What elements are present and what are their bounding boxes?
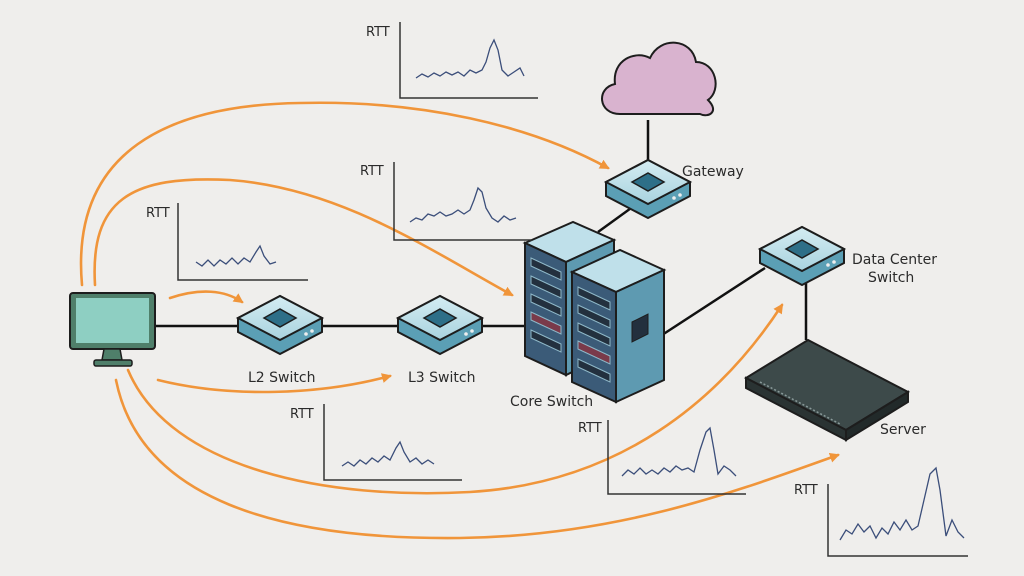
- core-switch-label: Core Switch: [510, 394, 593, 410]
- rtt-chart-mid: RTT: [360, 162, 532, 241]
- l3-switch-label: L3 Switch: [408, 370, 475, 386]
- flow-to-dcswitch: [126, 303, 784, 495]
- gateway-label: Gateway: [682, 164, 744, 180]
- l2-switch-icon: [235, 294, 325, 356]
- rtt-chart-top: RTT: [366, 22, 538, 99]
- flow-to-core: [93, 178, 514, 297]
- core-switch-rack-icon: [522, 220, 667, 404]
- server-icon: [743, 338, 911, 442]
- rtt-label: RTT: [794, 483, 818, 498]
- gateway-switch-icon: [603, 158, 693, 220]
- rtt-label: RTT: [578, 421, 602, 436]
- flow-to-l2: [168, 290, 244, 304]
- server-label: Server: [880, 422, 926, 438]
- l2-switch-label: L2 Switch: [248, 370, 315, 386]
- rtt-chart-bottom-left: RTT: [290, 404, 462, 481]
- flow-to-server: [114, 378, 840, 540]
- traffic-flows: [79, 101, 840, 540]
- l3-switch-icon: [395, 294, 485, 356]
- monitor-icon: [69, 292, 156, 367]
- rtt-label: RTT: [290, 407, 314, 422]
- flow-to-gateway: [79, 101, 610, 287]
- rtt-label: RTT: [146, 206, 170, 221]
- flow-to-l3: [156, 373, 392, 394]
- rtt-chart-left: RTT: [146, 203, 308, 281]
- rtt-label: RTT: [366, 25, 390, 40]
- datacenter-switch-label-line1: Data Center: [852, 252, 937, 268]
- rtt-chart-bottom-right: RTT: [794, 466, 968, 557]
- connection-lines: [155, 120, 808, 340]
- rtt-chart-bottom-mid: RTT: [578, 420, 746, 495]
- link-core-dcswitch: [661, 266, 766, 337]
- cloud-icon: [601, 41, 717, 117]
- datacenter-switch-icon: [757, 225, 847, 287]
- rtt-label: RTT: [360, 164, 384, 179]
- datacenter-switch-label-line2: Switch: [868, 270, 914, 286]
